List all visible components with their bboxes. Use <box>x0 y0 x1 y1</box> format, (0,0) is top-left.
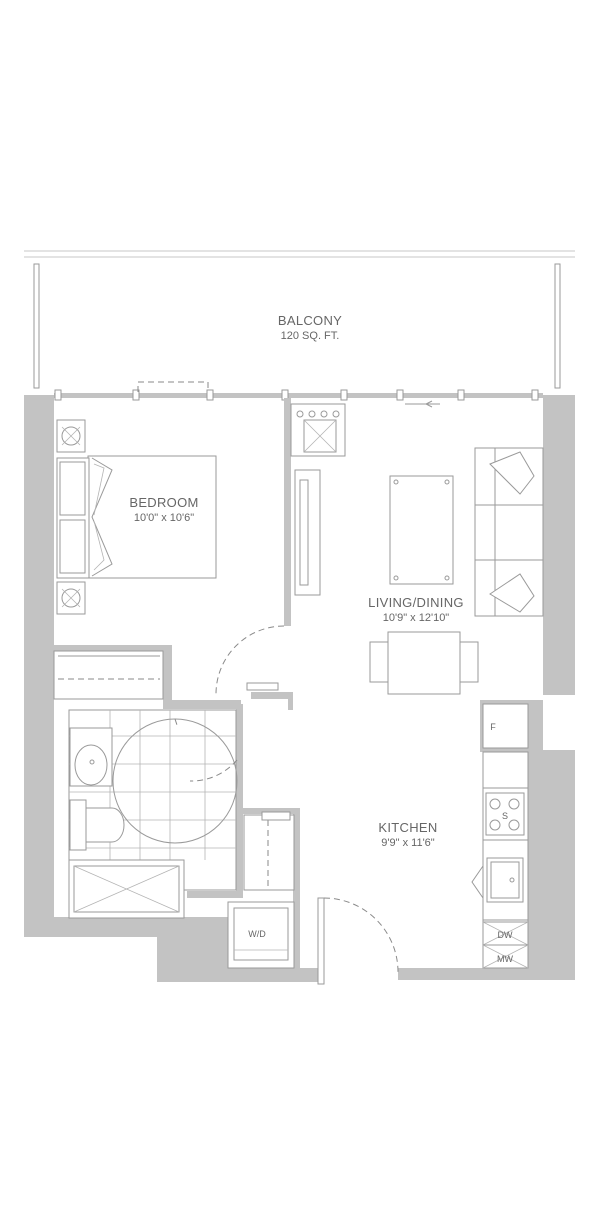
fridge-label: F <box>490 722 496 732</box>
closet <box>53 650 164 700</box>
nightstand-top <box>56 419 86 453</box>
bathtub <box>68 859 185 919</box>
balcony-label: BALCONY <box>278 313 342 328</box>
sofa <box>474 447 544 617</box>
dishwasher: DW <box>482 921 529 946</box>
kitchen-sink <box>471 857 524 903</box>
dining-table <box>369 631 479 695</box>
washer-dryer-label: W/D <box>248 929 266 939</box>
tv-unit <box>294 469 321 596</box>
bedroom-door <box>215 625 285 695</box>
window-frame <box>54 381 539 408</box>
stove-label: S <box>502 811 508 821</box>
stove: S <box>485 792 525 836</box>
dishwasher-label: DW <box>498 930 513 940</box>
toilet <box>69 799 125 851</box>
nightstand-bottom <box>56 581 86 615</box>
balcony-area: 120 SQ. FT. <box>281 330 340 342</box>
microwave-label: MW <box>497 954 513 964</box>
sink-vanity <box>69 727 113 787</box>
bedroom-dims: 10'0" x 10'6" <box>134 512 194 524</box>
washer-dryer: W/D <box>227 901 295 969</box>
bed <box>56 455 217 579</box>
entry-door <box>317 897 399 985</box>
exterior-walls <box>24 393 575 982</box>
coffee-table <box>389 475 454 585</box>
kitchen-dims: 9'9" x 11'6" <box>381 837 434 849</box>
hall-closet <box>243 811 295 891</box>
living-dining-dims: 10'9" x 12'10" <box>383 612 450 624</box>
kitchen-label: KITCHEN <box>378 820 437 835</box>
fridge: F <box>482 703 529 749</box>
microwave: MW <box>482 944 529 969</box>
bedroom-label: BEDROOM <box>129 495 198 510</box>
cooktop <box>290 403 346 457</box>
balcony <box>24 250 575 389</box>
living-dining-label: LIVING/DINING <box>368 595 464 610</box>
